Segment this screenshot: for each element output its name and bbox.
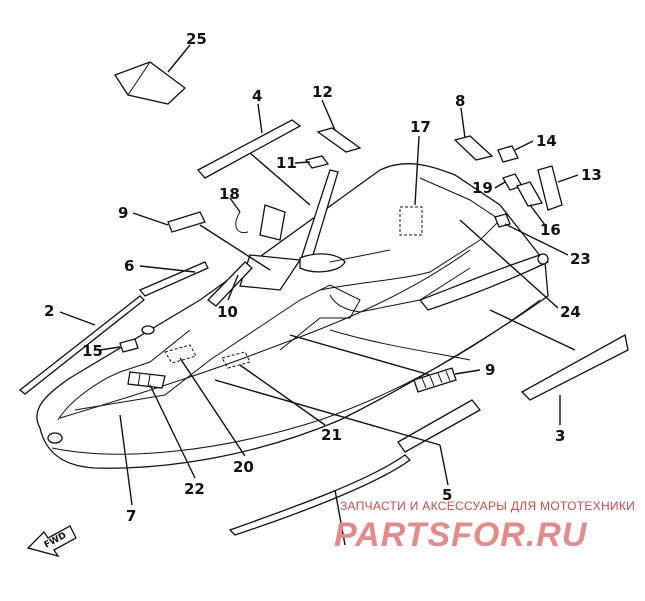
callout-9-lower: 9 — [485, 361, 495, 379]
watermark-tagline: ЗАПЧАСТИ И АКСЕССУАРЫ ДЛЯ МОТОТЕХНИКИ — [340, 499, 636, 513]
callout-11: 11 — [276, 154, 297, 172]
callout-4: 4 — [252, 87, 262, 105]
callout-23: 23 — [570, 250, 591, 268]
callout-21: 21 — [321, 426, 342, 444]
callout-18: 18 — [219, 185, 240, 203]
callout-20: 20 — [233, 458, 254, 476]
callout-19: 19 — [472, 179, 493, 197]
callout-24: 24 — [560, 303, 581, 321]
callout-12: 12 — [312, 83, 333, 101]
callout-6: 6 — [124, 257, 134, 275]
callout-9-upper: 9 — [118, 204, 128, 222]
callout-14: 14 — [536, 132, 557, 150]
watermark-logo: PARTSFOR.RU — [334, 516, 588, 554]
callout-22: 22 — [184, 480, 205, 498]
fwd-arrow-icon: FWD — [26, 525, 77, 558]
callout-10: 10 — [217, 303, 238, 321]
callout-2: 2 — [44, 302, 54, 320]
callout-3: 3 — [555, 427, 565, 445]
callout-labels: 25 4 12 8 17 14 11 13 18 19 9 16 23 6 24… — [44, 30, 602, 525]
callout-5: 5 — [442, 486, 452, 504]
callout-17: 17 — [410, 118, 431, 136]
callout-25: 25 — [186, 30, 207, 48]
decal-parts — [18, 61, 629, 536]
leader-lines — [59, 44, 579, 546]
hull-body — [36, 163, 550, 469]
callout-8: 8 — [455, 92, 465, 110]
callout-7: 7 — [126, 507, 136, 525]
callout-16: 16 — [540, 221, 561, 239]
callout-15: 15 — [82, 342, 103, 360]
callout-13: 13 — [581, 166, 602, 184]
